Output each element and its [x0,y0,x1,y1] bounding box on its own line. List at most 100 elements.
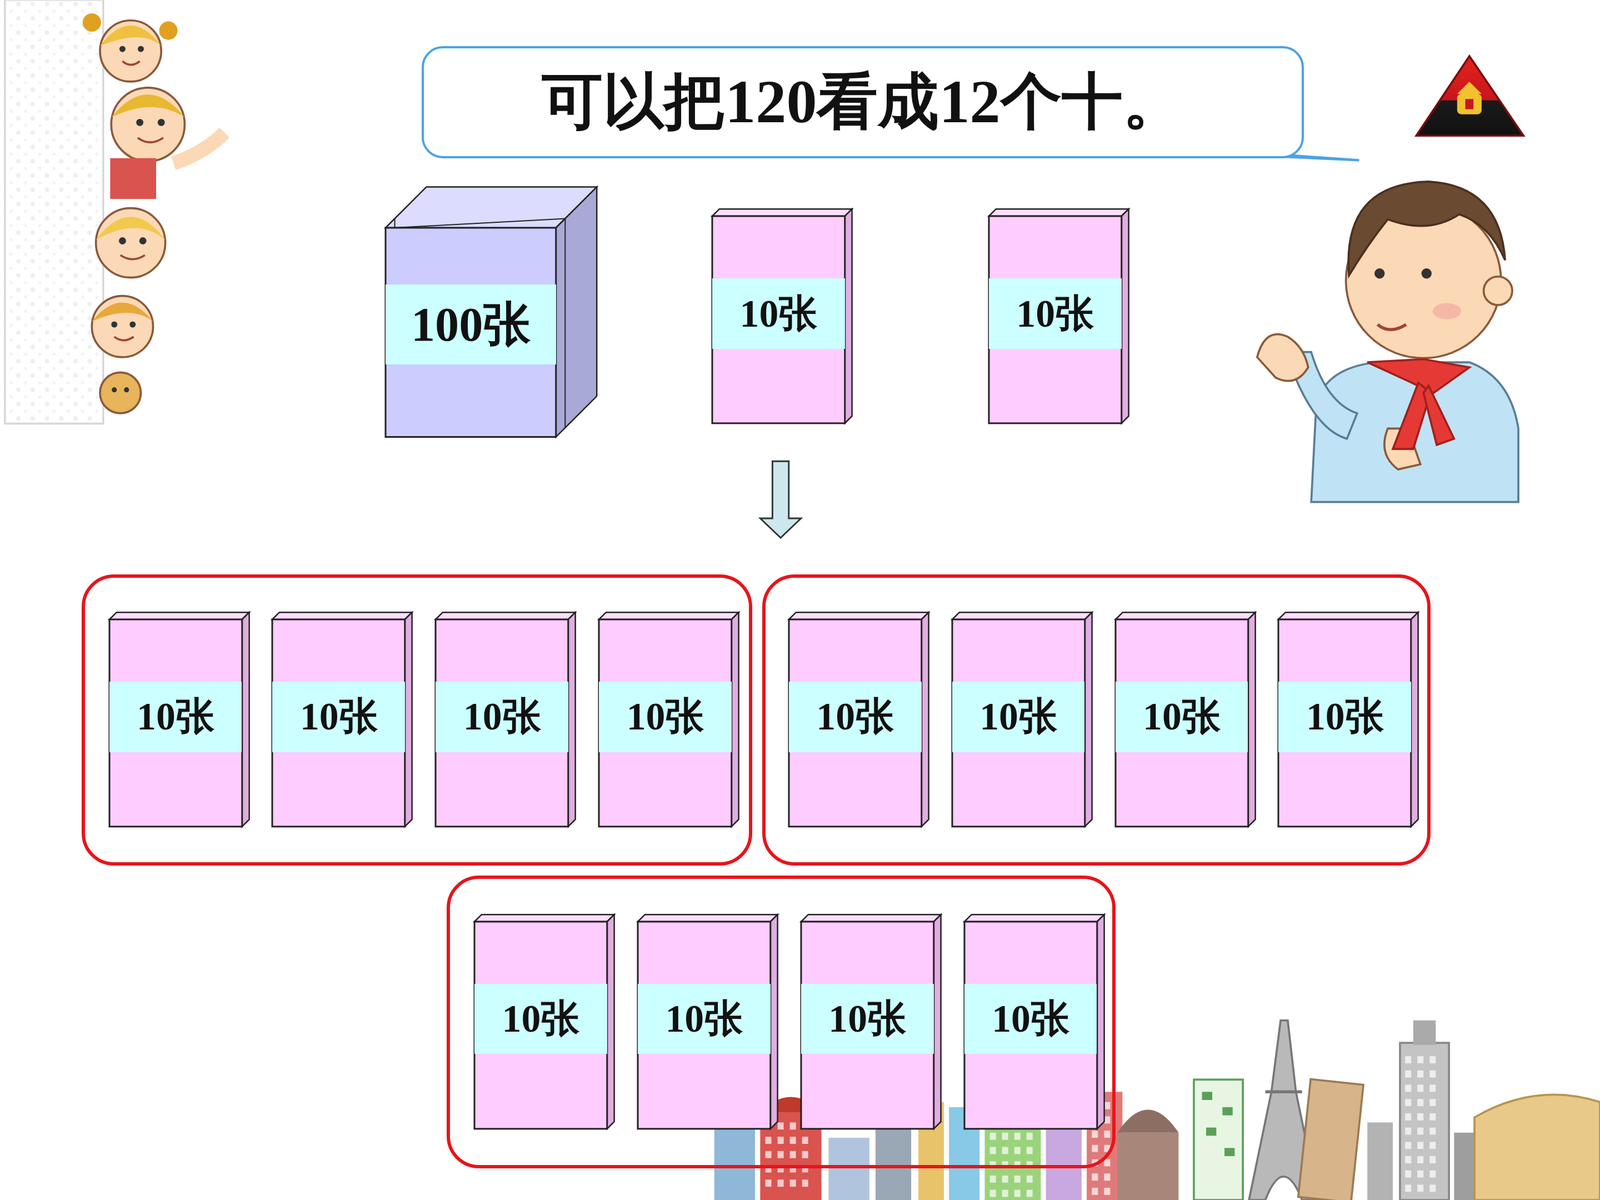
skyline-windows-part [765,1151,772,1159]
skyline-windows-part [1417,1098,1424,1107]
peeking-children-part [91,302,153,322]
stack-label: 10张 [637,983,771,1055]
skyline-windows-part [1026,1190,1033,1198]
skyline-windows-part [765,1179,772,1187]
skyline-windows-part [777,1122,784,1130]
stack-front [1115,619,1249,827]
stack-side [845,209,853,424]
city-skyline-part [1400,1042,1449,1200]
skyline-windows-part [1103,1102,1110,1110]
stack-label: 10张 [474,983,608,1055]
peeking-children-part-part [111,321,118,328]
peeking-children-part [100,25,162,47]
ten-stack: 10张 [272,619,405,827]
peeking-children-part-part [122,61,140,65]
skyline-windows-part [1405,1084,1412,1092]
skyline-windows-part [1417,1127,1424,1135]
skyline-windows-part [1405,1141,1412,1149]
stack-layer-line [395,218,566,228]
skyline-windows-part [1014,1175,1021,1183]
peeking-children-part [159,21,178,40]
skyline-windows-part [1405,1127,1412,1135]
skyline-windows-part [1417,1156,1424,1164]
stack-side [933,914,942,1129]
stack-label: 10张 [988,278,1122,349]
stack-layer-line [556,218,566,428]
group-outline: 10张10张10张10张 [446,875,1115,1169]
skyline-windows-part [1429,1056,1436,1064]
boy-figure-part [1348,181,1505,276]
peeking-children-part-part [114,336,134,340]
stack-front [788,619,922,827]
stack-label: 10张 [952,681,1085,753]
stack-top [474,914,615,922]
skyline-windows-part [1002,1132,1009,1140]
ten-stack: 10张 [788,619,922,827]
stack-side [1411,612,1419,827]
boy-figure-part [1423,385,1454,445]
skyline-windows-part [1103,1145,1110,1153]
ten-stack: 10张 [637,921,771,1129]
peeking-children-part-part [129,321,136,328]
skyline-windows-part [990,1175,997,1183]
skyline-windows-part [777,1179,784,1187]
stack-top [637,914,778,922]
stack-label: 10张 [712,278,845,349]
stack-label: 10张 [1115,681,1249,753]
stack-front [435,619,569,827]
skyline-windows-part [1429,1084,1436,1092]
stack-label: 10张 [788,681,922,753]
skyline-windows-part [1429,1156,1436,1164]
boy-figure-part [1377,324,1407,330]
city-skyline-part [1367,1122,1393,1200]
skyline-windows-part [1103,1187,1110,1195]
skyline-windows-part [1103,1116,1110,1124]
peeking-children [5,0,225,424]
stack-front [988,216,1122,424]
city-skyline-part [1222,1107,1233,1116]
ten-stack: 10张 [598,619,732,827]
skyline-windows-part [1417,1141,1424,1149]
stack-side [731,612,739,827]
city-skyline-part [828,1137,869,1200]
ten-stack: 10张 [801,921,934,1129]
skyline-windows-part [790,1136,797,1144]
stack-top [952,612,1093,620]
skyline-windows-part [990,1190,997,1198]
peeking-children-part [110,158,157,199]
skyline-windows-part [1417,1084,1424,1092]
skyline-windows-part [1417,1113,1424,1121]
city-skyline-part [714,1127,755,1200]
peeking-children-part [96,208,166,278]
skyline-windows-part [777,1136,784,1144]
boy-figure-part [1374,268,1385,279]
skyline-windows-part [1417,1070,1424,1078]
speech-text: 可以把120看成12个十。 [541,60,1184,144]
skyline-windows-part [1002,1146,1009,1154]
skyline-windows-part [1103,1159,1110,1167]
stack-label: 100张 [385,284,557,364]
stack-top [788,612,929,620]
stack-front [109,619,243,827]
skyline-windows-part [1014,1190,1021,1198]
stack-top [435,612,576,620]
skyline-windows-part [1103,1130,1110,1138]
skyline-windows-part [1429,1070,1436,1078]
skyline-windows-part [802,1136,809,1144]
stack-front [964,921,1098,1129]
stack-front [1278,619,1412,827]
stack-side [1247,612,1255,827]
skyline-windows-part [1417,1184,1424,1192]
stack-top [1278,612,1419,620]
peeking-children-part-part [157,118,165,127]
skyline-windows-part [1026,1146,1033,1154]
down-arrow [760,461,801,538]
city-skyline-part [1413,1020,1436,1045]
stack-side [770,914,778,1129]
ten-stack: 10张 [474,921,608,1129]
stack-front [474,921,608,1129]
skyline-windows-part [1014,1132,1021,1140]
stack-front [952,619,1085,827]
city-skyline-part [1206,1127,1217,1137]
